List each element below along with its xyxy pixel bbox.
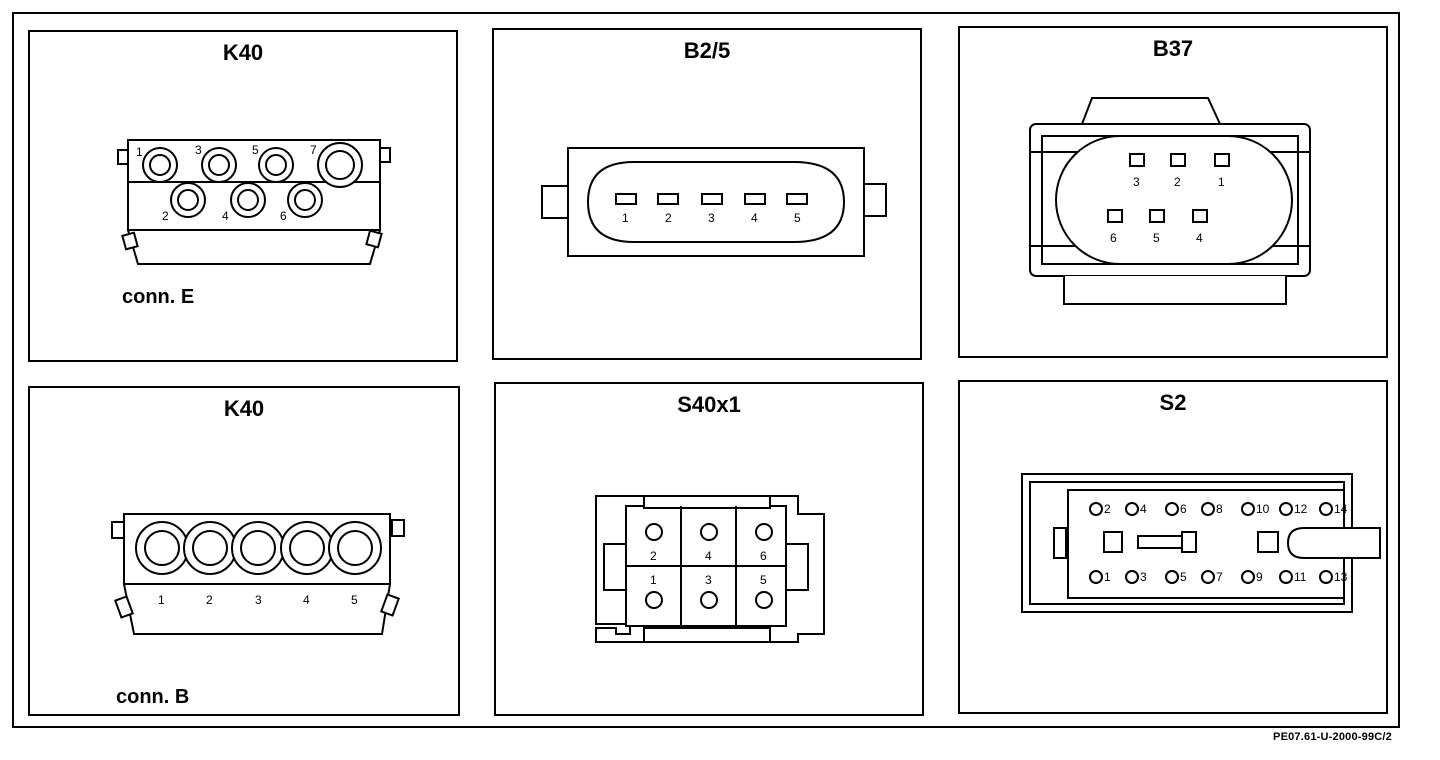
- pin-number: 2: [1104, 502, 1111, 516]
- connector-s40x1-drawing: 2 4 6 1 3 5: [595, 495, 825, 643]
- pin-number: 9: [1256, 570, 1263, 584]
- pin-number: 3: [705, 573, 712, 587]
- figure-reference: PE07.61-U-2000-99C/2: [1273, 731, 1392, 743]
- pin-number: 8: [1216, 502, 1223, 516]
- pin-number: 1: [158, 593, 165, 607]
- panel-b37: B37 3 2 1 6 5 4: [958, 26, 1388, 358]
- pin-number: 4: [1140, 502, 1147, 516]
- panel-title: S40x1: [677, 392, 741, 417]
- connector-k40-b-drawing: 1 2 3 4 5: [111, 513, 405, 635]
- pin-number: 5: [252, 143, 259, 157]
- pin-number: 10: [1256, 502, 1270, 516]
- pin-number: 5: [1180, 570, 1187, 584]
- panel-title: S2: [1159, 390, 1187, 415]
- pin-row-top: [142, 142, 363, 188]
- connector-k40-e-drawing: 1 3 5 7 2 4 6: [117, 139, 391, 265]
- pin-number: 3: [708, 211, 715, 225]
- panel-k40-conn-b: K40 1 2 3 4 5 conn. B: [28, 386, 460, 716]
- pin-number: 13: [1334, 570, 1348, 584]
- pin-number: 5: [794, 211, 801, 225]
- pin-number: 3: [1140, 570, 1147, 584]
- pin-number: 1: [622, 211, 629, 225]
- panel-s2: S2 2 4 6 8 10: [958, 380, 1388, 714]
- pin-number: 5: [351, 593, 358, 607]
- pin-number: 11: [1294, 570, 1307, 584]
- pin-number: 4: [1196, 231, 1203, 245]
- pin-number: 1: [1218, 175, 1225, 189]
- pin-number: 7: [310, 143, 317, 157]
- panel-b2-5: B2/5 1 2 3 4 5: [492, 28, 922, 360]
- pin-number: 2: [650, 549, 657, 563]
- panel-title: K40: [222, 40, 264, 65]
- pin-number: 1: [650, 573, 657, 587]
- pin-row-bottom: [170, 182, 323, 218]
- pin-number: 1: [136, 145, 143, 159]
- pin-number: 2: [206, 593, 213, 607]
- pin-number: 5: [760, 573, 767, 587]
- pin-number: 6: [1110, 231, 1117, 245]
- pin-row-top: [1089, 502, 1333, 516]
- diagram-frame: [12, 12, 1400, 728]
- connector-label: conn. E: [122, 286, 195, 308]
- pin-number: 4: [751, 211, 758, 225]
- pin-number: 4: [705, 549, 712, 563]
- pin-number: 3: [1133, 175, 1140, 189]
- pin-number: 12: [1294, 502, 1308, 516]
- pin-number: 2: [665, 211, 672, 225]
- pin-number: 6: [1180, 502, 1187, 516]
- pin-number: 4: [303, 593, 310, 607]
- pin-row-bottom: [1089, 570, 1333, 584]
- panel-title: B2/5: [683, 38, 731, 63]
- panel-title: B37: [1152, 36, 1194, 61]
- pin-number: 6: [760, 549, 767, 563]
- panel-s40x1: S40x1 2 4 6 1 3 5: [494, 382, 924, 716]
- pin-number: 2: [162, 209, 169, 223]
- pin-number: 4: [222, 209, 229, 223]
- connector-b37-drawing: 3 2 1 6 5 4: [1029, 97, 1311, 305]
- panel-k40-conn-e: K40 1 3 5 7 2 4 6 conn. E: [28, 30, 458, 362]
- connector-b2-5-drawing: 1 2 3 4 5: [541, 147, 887, 257]
- pin-number: 3: [195, 143, 202, 157]
- pin-number: 6: [280, 209, 287, 223]
- pin-number: 2: [1174, 175, 1181, 189]
- pin-number: 14: [1334, 502, 1348, 516]
- connector-label: conn. B: [116, 686, 190, 708]
- connector-s2-drawing: 2 4 6 8 10 12 14 1 3 5 7 9 11 13: [1021, 473, 1381, 613]
- pin-number: 1: [1104, 570, 1111, 584]
- panel-title: K40: [223, 396, 265, 421]
- pin-number: 7: [1216, 570, 1223, 584]
- pin-number: 5: [1153, 231, 1160, 245]
- pin-row: [135, 521, 382, 575]
- pin-number: 3: [255, 593, 262, 607]
